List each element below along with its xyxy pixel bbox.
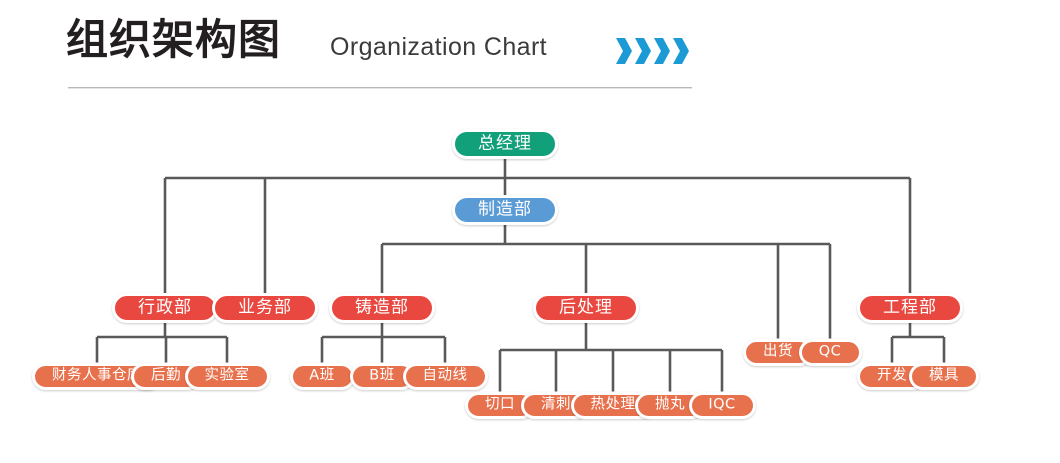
org-node-admin[interactable]: 行政部: [112, 293, 218, 323]
org-node-label: 热处理: [590, 396, 636, 413]
org-node-label: 模具: [929, 367, 959, 384]
org-node-autoline[interactable]: 自动线: [402, 362, 488, 390]
org-node-deburr[interactable]: 清刺: [521, 391, 591, 419]
org-node-label: IQC: [708, 396, 736, 413]
org-node-shiftA[interactable]: A班: [289, 362, 355, 390]
org-node-label: 总经理: [478, 133, 532, 153]
org-node-label: 自动线: [422, 367, 468, 384]
org-node-lab[interactable]: 实验室: [184, 362, 270, 390]
chevron-right-icon: [635, 38, 651, 64]
org-node-label: 业务部: [238, 297, 292, 317]
org-node-mold[interactable]: 模具: [909, 362, 979, 390]
org-node-label: 切口: [485, 396, 515, 413]
org-node-label: 后处理: [559, 297, 613, 317]
org-node-label: 制造部: [478, 199, 532, 219]
org-node-label: 出货: [763, 343, 793, 360]
org-node-eng[interactable]: 工程部: [857, 293, 963, 323]
org-node-label: 后勤: [151, 367, 181, 384]
chevron-right-icon: [616, 38, 632, 64]
chevron-arrows-group: [615, 38, 690, 64]
org-node-postproc[interactable]: 后处理: [533, 293, 639, 323]
chevron-right-icon: [654, 38, 670, 64]
org-node-label: 开发: [877, 367, 907, 384]
org-node-business[interactable]: 业务部: [212, 293, 318, 323]
org-node-mfg[interactable]: 制造部: [452, 195, 558, 225]
org-node-label: A班: [309, 367, 335, 384]
org-node-iqc[interactable]: IQC: [688, 391, 756, 419]
org-node-label: QC: [818, 343, 842, 360]
page-header: 组织架构图 Organization Chart: [0, 0, 1060, 100]
page-title-cn: 组织架构图: [66, 15, 282, 64]
org-node-label: 行政部: [138, 297, 192, 317]
org-node-label: 财务人事仓库: [52, 367, 142, 384]
org-node-gm[interactable]: 总经理: [452, 129, 558, 159]
org-node-label: 抛丸: [655, 396, 685, 413]
header-divider: [68, 87, 692, 89]
org-node-label: B班: [369, 367, 395, 384]
org-node-label: 实验室: [204, 367, 250, 384]
chevron-right-icon: [673, 38, 689, 64]
org-node-casting[interactable]: 铸造部: [329, 293, 435, 323]
org-node-label: 铸造部: [355, 297, 409, 317]
page-title-en: Organization Chart: [330, 33, 548, 61]
org-node-label: 工程部: [883, 297, 937, 317]
org-node-qc[interactable]: QC: [798, 338, 862, 366]
org-node-label: 清刺: [541, 396, 571, 413]
